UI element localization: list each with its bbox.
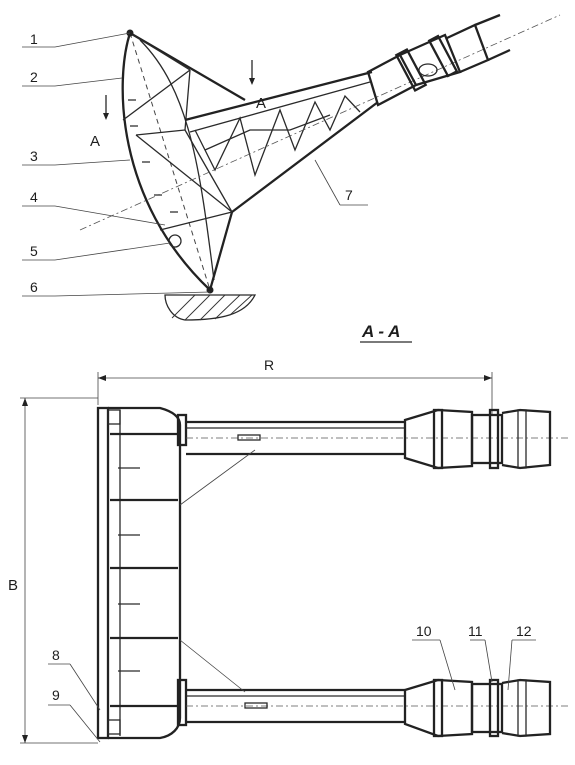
panel-ribs — [110, 432, 178, 708]
dim-b-label: B — [8, 577, 18, 594]
section-title: A - A — [361, 322, 400, 341]
label-2: 2 — [30, 69, 38, 85]
side-view: 1 2 3 4 5 6 7 A A — [22, 13, 561, 321]
tail-coupling — [366, 13, 511, 107]
label-a-left: A — [90, 133, 100, 150]
dish-inner-arc — [139, 39, 215, 281]
flange-top — [176, 413, 188, 447]
leaders-section — [48, 639, 536, 743]
label-9: 9 — [52, 687, 60, 703]
arm-lower — [231, 101, 379, 213]
section-view: R B — [8, 357, 570, 744]
label-1: 1 — [30, 31, 38, 47]
label-a-right: A — [256, 95, 266, 112]
flange-bottom — [176, 678, 188, 727]
label-12: 12 — [516, 623, 532, 639]
axis-line — [79, 14, 561, 231]
joint-5 — [168, 234, 182, 248]
arm-upper — [184, 70, 373, 122]
label-6: 6 — [30, 279, 38, 295]
label-3: 3 — [30, 148, 38, 164]
panel-body — [108, 406, 182, 740]
label-4: 4 — [30, 189, 38, 205]
truss-mid — [135, 134, 233, 213]
arm-tube-top — [186, 408, 570, 470]
label-5: 5 — [30, 243, 38, 259]
panel-plate — [96, 406, 110, 740]
dim-r-label: R — [264, 357, 274, 373]
dish-outline — [121, 32, 211, 291]
label-7: 7 — [345, 187, 353, 203]
label-10: 10 — [416, 623, 432, 639]
label-8: 8 — [52, 647, 60, 663]
arm-tube-bottom — [186, 678, 570, 738]
truss-lower — [208, 211, 234, 291]
leaders-side — [22, 32, 368, 297]
label-11: 11 — [468, 623, 483, 639]
ground-hatch — [164, 294, 257, 321]
